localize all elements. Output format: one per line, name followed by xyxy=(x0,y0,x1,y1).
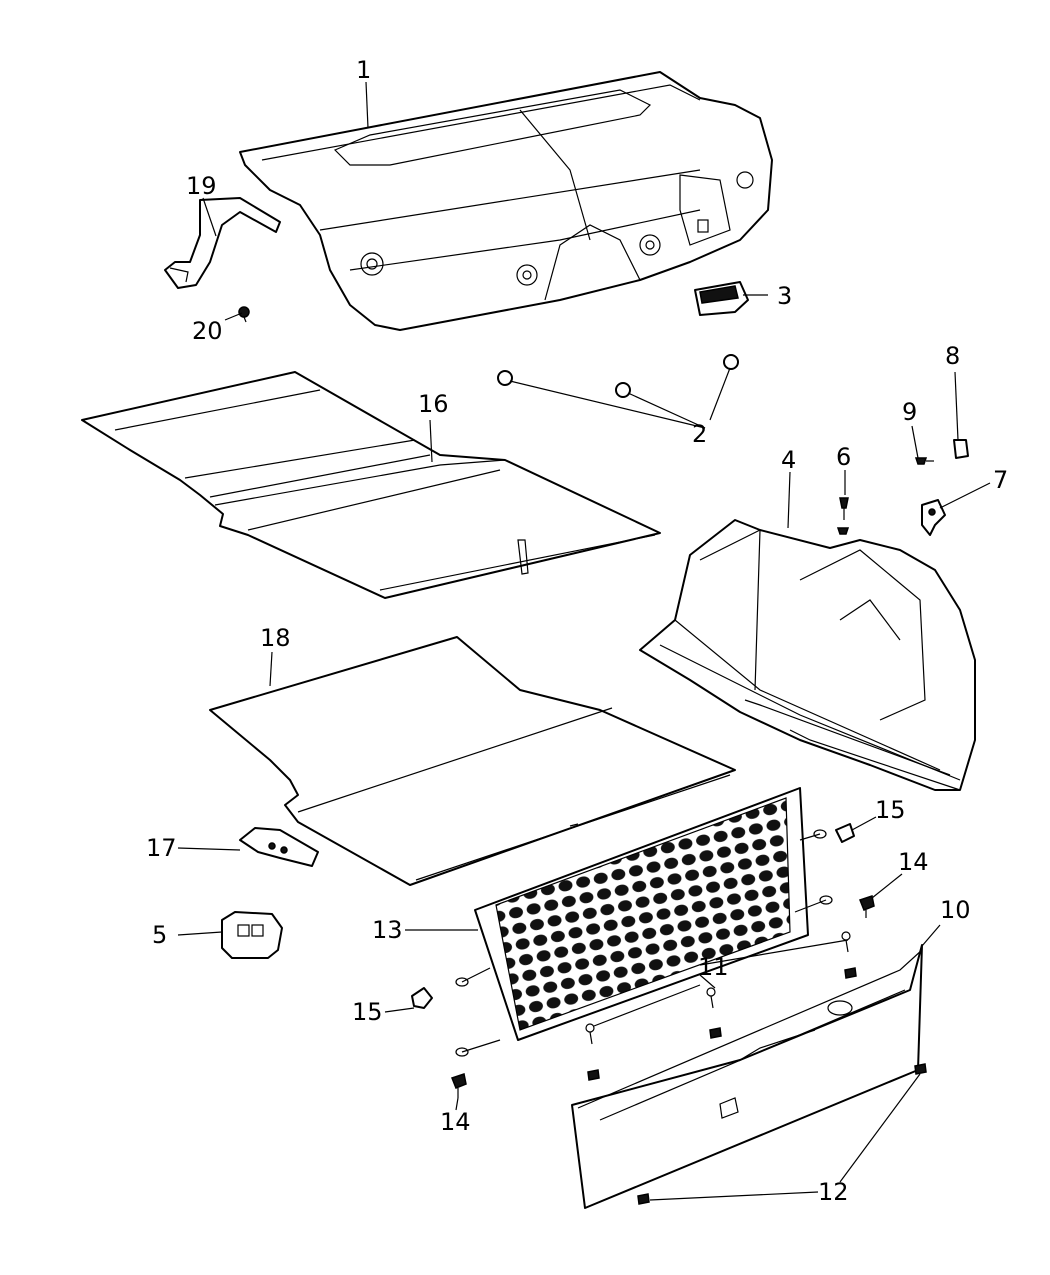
callout-2: 2 xyxy=(692,420,707,448)
screw-6 xyxy=(836,497,850,535)
callout-16: 16 xyxy=(418,390,449,418)
switch-bezel xyxy=(221,911,283,959)
clip-14-left xyxy=(451,1073,467,1098)
clip-12 xyxy=(587,967,927,1205)
small-bracket-3 xyxy=(694,281,749,316)
callout-13: 13 xyxy=(372,916,403,944)
callout-10: 10 xyxy=(940,896,971,924)
callout-18: 18 xyxy=(260,624,291,652)
push-pins-2 xyxy=(497,354,739,398)
side-bracket xyxy=(164,197,281,289)
callout-15-left: 15 xyxy=(352,998,383,1026)
callout-12: 12 xyxy=(818,1178,849,1206)
callout-14-left: 14 xyxy=(440,1108,471,1136)
trunk-scuff-plate xyxy=(571,944,923,1209)
callout-labels: 1 19 3 20 2 16 8 9 4 6 7 18 15 17 14 10 … xyxy=(146,56,1008,1206)
callout-15-right: 15 xyxy=(875,796,906,824)
callout-4: 4 xyxy=(781,446,796,474)
quarter-trim-panel xyxy=(639,519,976,791)
screw-9 xyxy=(914,457,934,465)
leader-lines xyxy=(177,81,991,1201)
callout-1: 1 xyxy=(356,56,371,84)
screw-20 xyxy=(238,306,250,323)
floor-handle xyxy=(239,827,319,867)
callout-7: 7 xyxy=(993,466,1008,494)
push-pin-11 xyxy=(585,931,851,1045)
callout-3: 3 xyxy=(777,282,792,310)
callout-5: 5 xyxy=(152,921,167,949)
clip-15-right xyxy=(835,823,855,843)
callout-17: 17 xyxy=(146,834,177,862)
clip-15-left xyxy=(411,987,433,1009)
callout-6: 6 xyxy=(836,443,851,471)
cargo-net xyxy=(455,787,833,1057)
load-floor-cover xyxy=(81,371,661,599)
trunk-floor-mat xyxy=(209,636,736,886)
callout-19: 19 xyxy=(186,172,217,200)
clip-8 xyxy=(953,439,969,459)
callout-8: 8 xyxy=(945,342,960,370)
rear-shelf-trim-panel xyxy=(239,71,773,331)
callout-11: 11 xyxy=(698,953,729,981)
callout-14-right: 14 xyxy=(898,848,929,876)
callout-20: 20 xyxy=(192,317,223,345)
callout-9: 9 xyxy=(902,398,917,426)
clip-14-right xyxy=(859,895,875,918)
hook-7 xyxy=(921,499,946,536)
